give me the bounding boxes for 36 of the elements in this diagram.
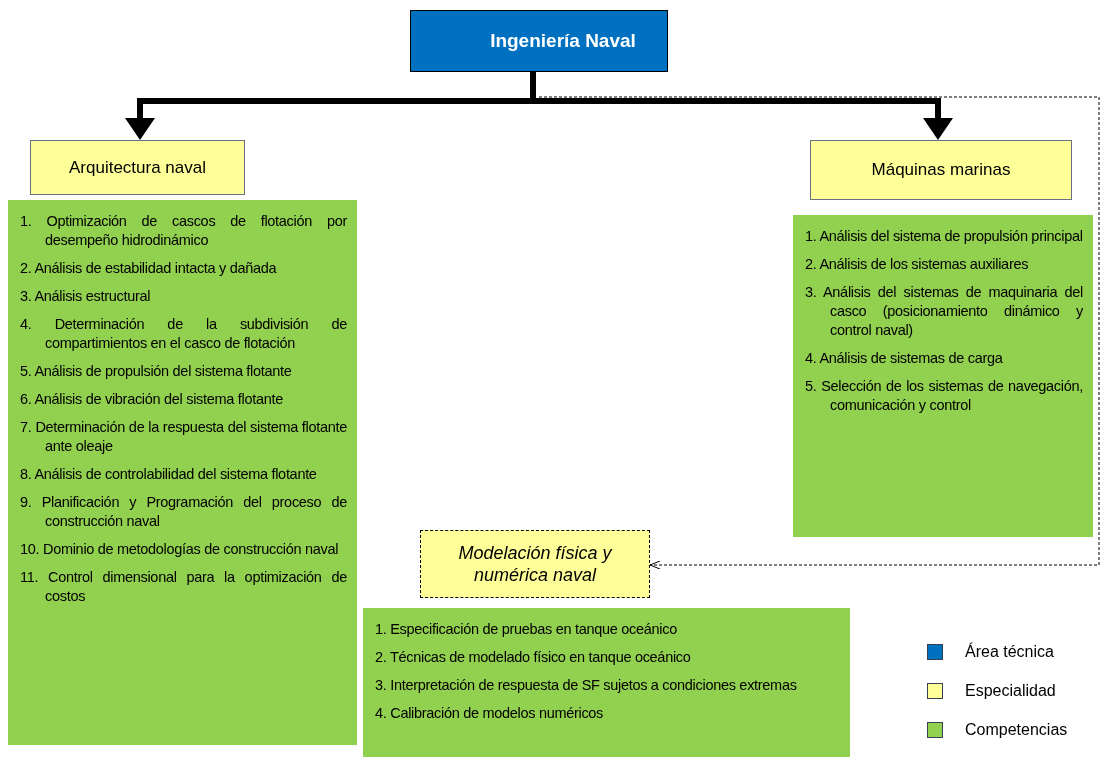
- competency-panel: [793, 215, 1093, 537]
- competency-item: 9. Planificación y Programación del proceso de construcción naval: [20, 493, 347, 531]
- area-box: [410, 10, 668, 72]
- legend-label: Especialidad: [965, 681, 1056, 701]
- node-title: Ingeniería Naval: [490, 28, 636, 53]
- connector-arrow: [530, 72, 953, 140]
- competency-item: 2. Análisis de los sistemas auxiliares: [805, 255, 1030, 274]
- specialty-box: [30, 140, 245, 195]
- node-title: Arquitectura naval: [69, 156, 206, 179]
- legend-label: Competencias: [965, 720, 1068, 740]
- competency-item: 2. Técnicas de modelado físico en tanque oceánico: [375, 648, 692, 667]
- legend-label: Área técnica: [965, 641, 1054, 662]
- node-title: Máquinas marinas: [871, 159, 1011, 182]
- competency-item: 5. Selección de los sistemas de navegación, comunicación y control: [805, 377, 1083, 415]
- competency-item: 1. Análisis del sistema de propulsión principal: [805, 227, 1083, 246]
- competency-item: 11. Control dimensional para la optimización de costos: [20, 568, 347, 606]
- competency-panel: [363, 608, 850, 757]
- competency-item: 7. Determinación de la respuesta del sistema flotante ante oleaje: [20, 418, 347, 456]
- competency-item: 1. Especificación de pruebas en tanque oceánico: [375, 620, 678, 639]
- competency-item: 6. Análisis de vibración del sistema flotante: [20, 390, 284, 409]
- competency-item: 2. Análisis de estabilidad intacta y dañada: [20, 259, 278, 278]
- competency-item: 3. Análisis estructural: [20, 287, 152, 306]
- competency-item: 4. Calibración de modelos numéricos: [375, 704, 605, 723]
- competency-item: 10. Dominio de metodologías de construcción naval: [20, 540, 340, 559]
- competency-item: 4. Análisis de sistemas de carga: [805, 349, 1004, 368]
- competency-item: 4. Determinación de la subdivisión de compartimientos en el casco de flotación: [20, 315, 347, 353]
- specialty-box: [810, 140, 1072, 200]
- competency-item: 3. Análisis del sistemas de maquinaria del casco (posicionamiento dinámico y control naval): [805, 283, 1083, 340]
- competency-panel: [8, 200, 357, 745]
- connector-arrow: [538, 96, 1100, 570]
- specialty-box: [420, 530, 650, 598]
- competency-item: 1. Optimización de cascos de flotación por desempeño hidrodinámico: [20, 212, 347, 250]
- competency-item: 5. Análisis de propulsión del sistema flotante: [20, 362, 293, 381]
- competency-item: 3. Interpretación de respuesta de SF sujetos a condiciones extremas: [375, 676, 798, 695]
- competency-item: 8. Análisis de controlabilidad del sistema flotante: [20, 465, 318, 484]
- node-title: Modelación física y numérica naval: [457, 541, 613, 587]
